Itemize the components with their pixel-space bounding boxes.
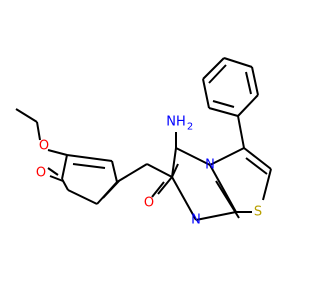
amino-group-label: NH 2 [166, 115, 193, 133]
bond-exocyclic-2 [146, 163, 173, 178]
bond-pyr-co-b [151, 181, 165, 198]
bond-pyr-1 [171, 147, 177, 178]
bonds [15, 57, 272, 221]
bond-ph-2-double [245, 71, 252, 95]
bond-ring-6 [66, 154, 113, 162]
bond-ph-3 [223, 57, 253, 68]
bond-thz-1 [209, 147, 245, 166]
bond-ring-1 [61, 154, 68, 180]
sulfur-label: S [254, 205, 262, 220]
amino-nh-label: NH [166, 115, 186, 130]
bond-ethyl-o [36, 121, 41, 141]
bond-pyr-4 [195, 211, 237, 221]
bond-ph-2 [251, 66, 259, 96]
bond-ring-co-b [49, 175, 64, 182]
bridge-nitrogen-label: N [205, 158, 215, 173]
structure-drawing: O O O NH 2 N N S [15, 57, 272, 228]
pyrimidine-carbonyl-oxygen-label: O [144, 196, 154, 211]
bond-ring-6-double [72, 163, 106, 169]
bond-ph-4-double [208, 64, 227, 84]
bond-thz-3 [262, 168, 272, 201]
bond-ph-5 [202, 78, 210, 109]
bond-pyr-5-double [171, 163, 179, 178]
ring-carbonyl-oxygen-label: O [36, 166, 46, 181]
bond-exocyclic-1 [116, 163, 148, 183]
bond-ring-4-double [102, 180, 120, 199]
amino-subscript-label: 2 [187, 122, 193, 133]
molecule-diagram: O O O NH 2 N N S [15, 57, 272, 228]
bond-ring-3 [67, 189, 98, 205]
bond-pyr-2 [175, 147, 211, 166]
bond-phenyl-link [237, 115, 245, 149]
bond-ph-4 [202, 57, 225, 80]
bond-thz-2-double [245, 157, 268, 175]
bond-ring-5 [111, 160, 118, 183]
bond-thz-2 [243, 147, 272, 170]
atom-labels: O O O NH 2 N N S [36, 115, 262, 228]
bond-ph-1 [237, 94, 259, 117]
bond-o-ring [47, 149, 68, 156]
bond-ph-6 [208, 107, 239, 117]
bond-ethyl-ch3 [15, 108, 38, 123]
bond-pyr-5 [171, 176, 197, 221]
bond-ph-6-double [212, 100, 235, 108]
bond-pyr-co-a [157, 176, 173, 195]
bond-pyr-3 [209, 164, 237, 213]
bond-ring-co-a [47, 167, 59, 176]
lower-nitrogen-label: N [191, 213, 201, 228]
ethoxy-oxygen-label: O [39, 139, 49, 154]
